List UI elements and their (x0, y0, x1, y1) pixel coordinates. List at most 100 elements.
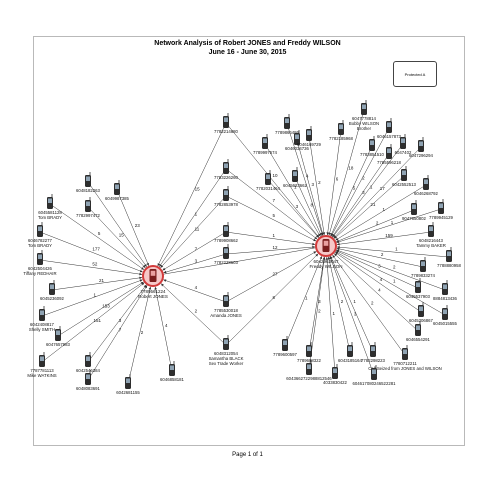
edge-arrowhead (322, 232, 326, 236)
phone-node-w20[interactable]: 7789833274 (411, 257, 436, 278)
phone-node-w28[interactable]: 7789688322 (297, 342, 322, 363)
phone-screen (224, 163, 228, 168)
phone-node-w27[interactable]: 7789600597 (273, 336, 298, 357)
edge-count-label: 153 (102, 304, 110, 309)
phone-node-n14[interactable]: 6046858181 (160, 361, 185, 382)
phone-node-w7[interactable]: 7789997574 (253, 134, 278, 155)
edge-n7-jones (51, 277, 143, 291)
phone-node-w5[interactable]: 7782185968 (329, 120, 354, 141)
edge-count-label: 27 (273, 271, 279, 276)
node-number: 6047778814 (352, 116, 377, 121)
phone-screen (333, 368, 337, 373)
edge-arrowhead (140, 281, 144, 285)
phone-node-w16[interactable]: 9047650802 (402, 200, 427, 221)
phone-node-b5[interactable]: 7782228603 (214, 244, 239, 265)
phone-node-b4[interactable]: 7789908662 (214, 222, 239, 243)
phone-node-w24[interactable]: 6045015555 (433, 305, 458, 326)
phone-screen (370, 140, 374, 145)
phone-node-w23[interactable]: 6045306867 (409, 302, 434, 323)
edge-w32-wilson (330, 255, 374, 353)
phone-node-n1[interactable]: 6048182263 (76, 172, 101, 193)
node-number: 6042504426 (28, 266, 53, 271)
phone-node-w17[interactable]: 7789945129 (429, 199, 454, 220)
edge-w20-wilson (336, 248, 424, 268)
edge-arrowhead (336, 240, 340, 244)
edge-count-label: 3 (296, 204, 299, 209)
node-caption: Bobby WILSON (349, 121, 379, 126)
phone-node-n4[interactable]: 7782997472 (76, 197, 101, 218)
phone-node-w19[interactable]: 7788880958 (437, 247, 462, 268)
edge-arrowhead (325, 256, 329, 260)
edge-count-label: 1 (393, 278, 396, 283)
edge-w16-wilson (336, 209, 415, 243)
phone-node-n9[interactable]: 6047657983 (46, 326, 71, 347)
phone-node-b2[interactable]: 7783226260 (214, 159, 239, 180)
node-number: 6047296294 (409, 153, 434, 158)
phone-node-w30[interactable]: 4033830422 (323, 364, 348, 385)
phone-screen (307, 364, 311, 369)
phone-node-w4[interactable]: 6046169729 (297, 126, 322, 147)
phone-screen (348, 346, 352, 351)
edge-arrowhead (330, 233, 333, 237)
edge-count-label: 2 (371, 300, 374, 305)
phone-node-n2[interactable]: 6049987385 (105, 180, 130, 201)
edge-arrowhead (336, 249, 340, 252)
phone-node-w8[interactable]: 7783851510 (360, 136, 385, 157)
node-number: 7783851510 (360, 152, 385, 157)
phone-node-w12[interactable]: 6045623662 (283, 167, 308, 188)
phone-node-w25[interactable]: 6046554291 (406, 321, 431, 342)
phone-node-w33[interactable]: 604617080246522281 (352, 365, 396, 386)
phone-node-n13[interactable]: 6042681155 (116, 374, 140, 395)
phone-node-w9[interactable]: 6047402 (395, 134, 412, 155)
phone-node-w2[interactable]: 6046034736 (285, 130, 310, 151)
node-number: 6047402 (395, 150, 412, 155)
phone-node-w1[interactable]: 7789866486 (275, 114, 300, 135)
phone-node-w22[interactable]: 8884813436 (433, 280, 458, 301)
phone-node-w6[interactable]: 6046157873 (377, 118, 402, 139)
phone-node-w32[interactable]: 7782298223 (361, 342, 386, 363)
phone-screen (283, 340, 287, 345)
phone-node-n11[interactable]: 6042546384 (76, 352, 101, 373)
phone-node-b1[interactable]: 7782214680 (214, 113, 239, 134)
edge-count-label: 151 (93, 318, 101, 323)
edge-n9-jones (57, 281, 144, 337)
node-number: 7780712211 (393, 361, 417, 366)
phone-node-w15[interactable]: 6046268792 (414, 175, 439, 196)
edge-count-label: 1 (93, 293, 96, 298)
edge-count-label: 3 (362, 190, 365, 195)
edge-b4-jones (162, 231, 227, 271)
phone-node-w13[interactable]: 7782031464 (256, 170, 281, 191)
edge-arrowhead (332, 233, 335, 237)
node-number: 7782031464 (256, 186, 281, 191)
edge-count-label: 3 (312, 182, 315, 187)
phone-node-w29[interactable]: 6043662722988812546 (286, 360, 332, 381)
phone-node-w14[interactable]: 6042552513 (392, 166, 417, 187)
phone-node-b3[interactable]: 7782853978 (214, 186, 239, 207)
edge-count-label: 15 (119, 233, 125, 238)
edge-count-label: 23 (135, 223, 141, 228)
node-number: 6048182263 (76, 188, 101, 193)
edge-hub-link (152, 245, 327, 277)
phone-node-w11[interactable]: 6047296294 (409, 137, 434, 158)
phone-node-w31[interactable]: 6043185164 (338, 342, 363, 363)
node-number: 7788880958 (437, 263, 462, 268)
phone-node-w10[interactable]: 7785596218 (377, 144, 402, 165)
phone-node-n7[interactable]: 6045236092 (40, 280, 65, 301)
phone-node-n12[interactable]: 6048083691 (76, 370, 101, 391)
phone-screen (387, 148, 391, 153)
phone-node-w21[interactable]: 6045537903 (406, 278, 431, 299)
edge-count-label: 21 (99, 278, 105, 283)
